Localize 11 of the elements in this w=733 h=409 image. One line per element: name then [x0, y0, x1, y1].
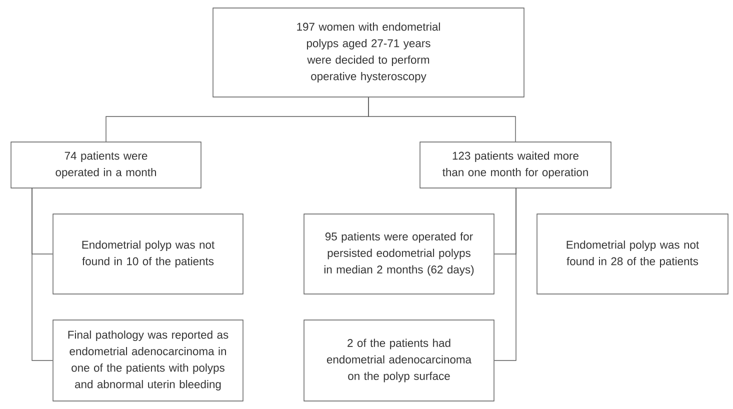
connector-line [494, 188, 516, 361]
connector-line [32, 188, 53, 361]
process-box: 74 patients were operated in a month [10, 142, 202, 188]
process-box: 197 women with endometrial polyps aged 27-71 years were decided to perform operative hysteroscopy [212, 8, 524, 98]
process-box: Endometrial polyp was not found in 10 of the patients [52, 214, 244, 294]
process-box: 2 of the patients had endometrial adenocarcinoma on the polyp surface [304, 320, 494, 402]
process-box: 95 patients were operated for persisted eodometrial polyps in median 2 months (62 days) [304, 214, 494, 294]
process-box: Endometrial polyp was not found in 28 of the patients [536, 214, 728, 294]
connector-line [368, 97, 516, 142]
process-box: Final pathology was reported as endometrial adenocarcinoma in one of the patients with polyps and abnormal uterin bleeding [52, 320, 244, 402]
process-box: 123 patients waited more than one month for operation [420, 142, 612, 188]
